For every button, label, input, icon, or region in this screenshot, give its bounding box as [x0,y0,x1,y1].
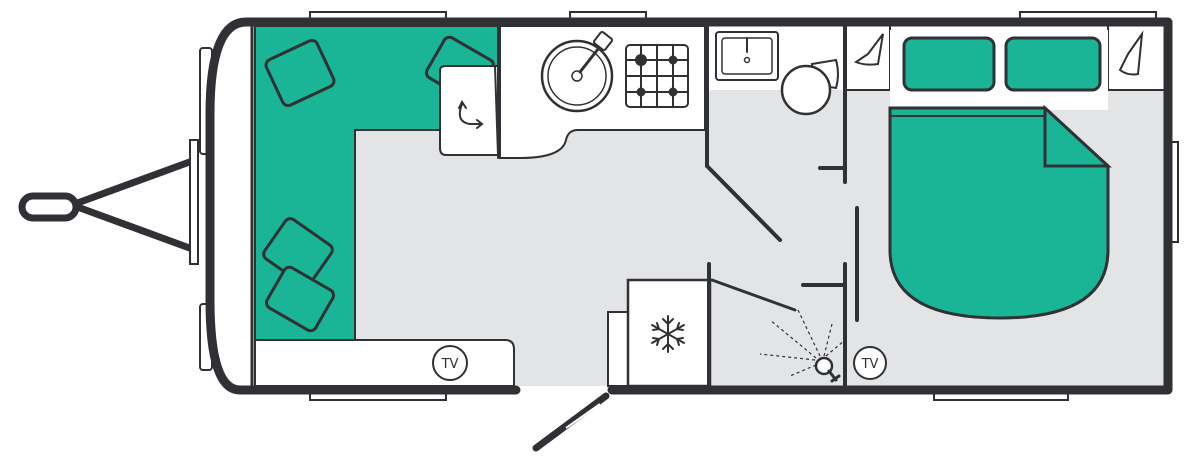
washroom [710,26,845,116]
outer-wall [205,17,1173,395]
hanger-icon [853,33,884,66]
rotate-arrow-icon [458,103,482,125]
entrance-door [532,392,610,452]
pillow [902,36,996,92]
pillow [1004,36,1102,92]
kitchen-worktop [499,25,706,159]
swivel-seat [439,65,500,156]
cushion [264,38,336,108]
window [189,139,199,265]
basin [715,31,779,81]
cushion [264,265,336,333]
snowflake-icon [651,315,685,353]
hanger-icon [1118,30,1144,76]
front-chest-unit: TV [254,339,515,387]
shower-spray [759,309,846,377]
shower [759,309,846,383]
fridge [607,278,712,388]
shower-head-icon [814,356,841,383]
tv-label-lounge: TV [441,357,459,372]
toilet [780,58,839,116]
bed-pillows [902,36,1102,92]
bed-folded-corner [1043,104,1112,168]
tow-hitch [18,156,199,254]
round-sink-icon [540,30,614,113]
four-burner-hob-icon [625,44,689,108]
bedroom: TV [844,25,1166,380]
interior-walls [497,24,859,388]
tv-label-bedroom: TV [861,357,879,372]
